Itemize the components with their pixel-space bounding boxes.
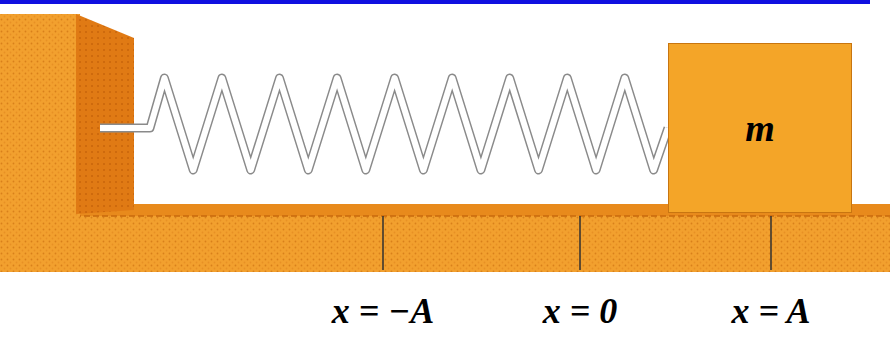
- mass-label: m: [745, 106, 775, 150]
- tick: [382, 216, 384, 270]
- top-rule: [0, 0, 870, 4]
- tick: [579, 216, 581, 270]
- wall-face: [76, 14, 134, 214]
- tick: [770, 216, 772, 270]
- floor: [0, 208, 890, 272]
- position-label: x = A: [731, 290, 810, 332]
- position-label: x = −A: [332, 290, 434, 332]
- spring: [100, 78, 668, 170]
- mass-block: m: [668, 43, 852, 213]
- position-label: x = 0: [543, 290, 618, 332]
- wall: [0, 14, 80, 272]
